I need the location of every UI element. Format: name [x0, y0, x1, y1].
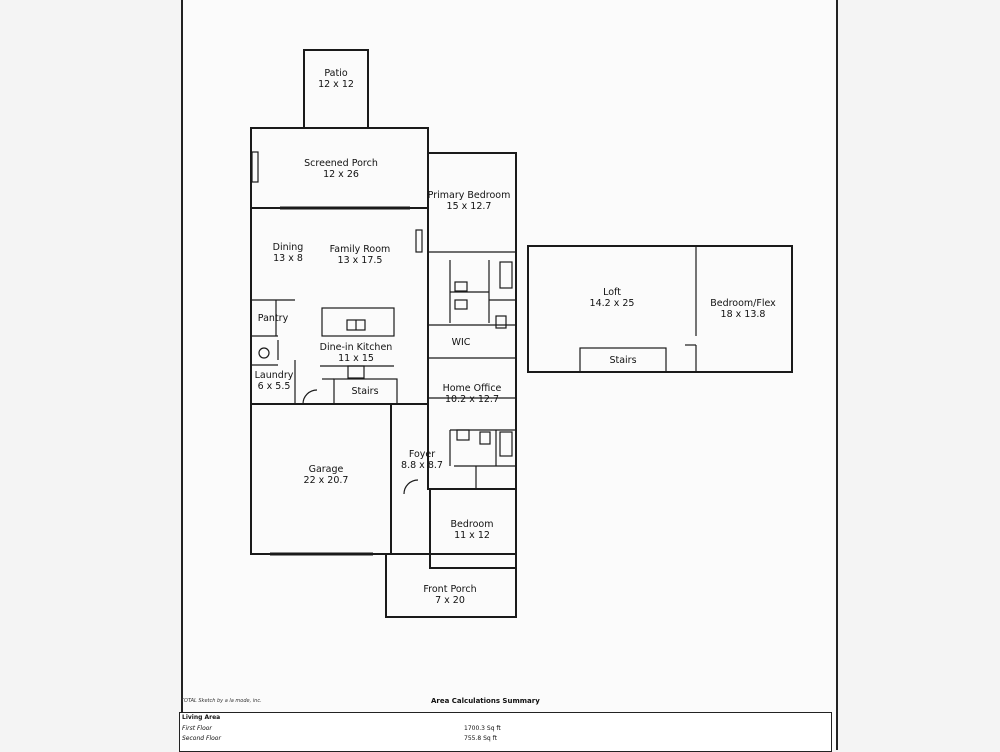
room-dining: Dining 13 x 8 — [273, 242, 304, 264]
room-home-office: Home Office 10.2 x 12.7 — [443, 383, 502, 405]
room-wic: WIC — [452, 337, 471, 348]
first-floor-label: First Floor — [182, 725, 212, 732]
room-loft: Loft 14.2 x 25 — [590, 287, 635, 309]
room-garage: Garage 22 x 20.7 — [304, 464, 349, 486]
room-name: Foyer — [408, 449, 436, 460]
room-dims: 15 x 12.7 — [446, 201, 492, 212]
room-patio: Patio 12 x 12 — [318, 68, 354, 90]
area-summary-table: Living Area First Floor 1700.3 Sq ft Sec… — [179, 712, 832, 752]
second-floor-label: Second Floor — [182, 735, 221, 742]
floor-plan-sheet — [181, 0, 838, 750]
room-pantry: Pantry — [258, 313, 288, 324]
room-name: Patio — [324, 68, 348, 79]
room-dims: 11 x 12 — [454, 530, 490, 541]
room-name: Stairs — [351, 386, 379, 397]
room-dims: 8.8 x 8.7 — [401, 460, 443, 471]
room-dims: 6 x 5.5 — [257, 381, 291, 392]
second-floor-value: 755.8 Sq ft — [464, 735, 497, 742]
room-dims: 10.2 x 12.7 — [445, 394, 499, 405]
room-dims: 7 x 20 — [435, 595, 465, 606]
room-name: Pantry — [257, 313, 289, 324]
room-dims: 13 x 8 — [273, 253, 303, 264]
room-name: Loft — [603, 287, 621, 298]
room-name: Primary Bedroom — [427, 190, 511, 201]
summary-title: Area Calculations Summary — [431, 697, 540, 705]
room-name: Laundry — [254, 370, 294, 381]
room-dims: 22 x 20.7 — [303, 475, 349, 486]
room-screened-porch: Screened Porch 12 x 26 — [304, 158, 378, 180]
room-dims: 14.2 x 25 — [589, 298, 635, 309]
room-primary-bedroom: Primary Bedroom 15 x 12.7 — [428, 190, 511, 212]
room-name: Stairs — [609, 355, 637, 366]
room-name: Screened Porch — [304, 158, 378, 169]
room-bedroom-flex: Bedroom/Flex 18 x 13.8 — [710, 298, 776, 320]
room-name: Family Room — [329, 244, 391, 255]
sketch-credit: TOTAL Sketch by a la mode, inc. — [181, 698, 262, 704]
room-dims: 12 x 26 — [323, 169, 359, 180]
room-name: Bedroom — [450, 519, 494, 530]
room-name: Dining — [272, 242, 304, 253]
room-bedroom: Bedroom 11 x 12 — [451, 519, 494, 541]
room-laundry: Laundry 6 x 5.5 — [255, 370, 294, 392]
room-dims: 13 x 17.5 — [337, 255, 383, 266]
room-dims: 11 x 15 — [338, 353, 374, 364]
area-summary-footer: TOTAL Sketch by a la mode, inc. Area Cal… — [179, 694, 838, 752]
room-dims: 18 x 13.8 — [720, 309, 766, 320]
room-name: Front Porch — [423, 584, 477, 595]
room-name: Dine-in Kitchen — [319, 342, 393, 353]
room-front-porch: Front Porch 7 x 20 — [423, 584, 476, 606]
room-name: Garage — [308, 464, 344, 475]
room-stairs-second-floor: Stairs — [609, 355, 636, 366]
first-floor-value: 1700.3 Sq ft — [464, 725, 501, 732]
room-dine-in-kitchen: Dine-in Kitchen 11 x 15 — [320, 342, 393, 364]
living-area-heading: Living Area — [182, 714, 221, 721]
room-stairs-first-floor: Stairs — [351, 386, 378, 397]
room-name: Home Office — [442, 383, 502, 394]
room-foyer: Foyer 8.8 x 8.7 — [401, 449, 443, 471]
room-dims: 12 x 12 — [318, 79, 354, 90]
bedroom-outline — [429, 488, 517, 569]
room-name: WIC — [451, 337, 471, 348]
room-name: Bedroom/Flex — [710, 298, 776, 309]
front-porch-outline — [385, 553, 517, 618]
room-family-room: Family Room 13 x 17.5 — [330, 244, 391, 266]
